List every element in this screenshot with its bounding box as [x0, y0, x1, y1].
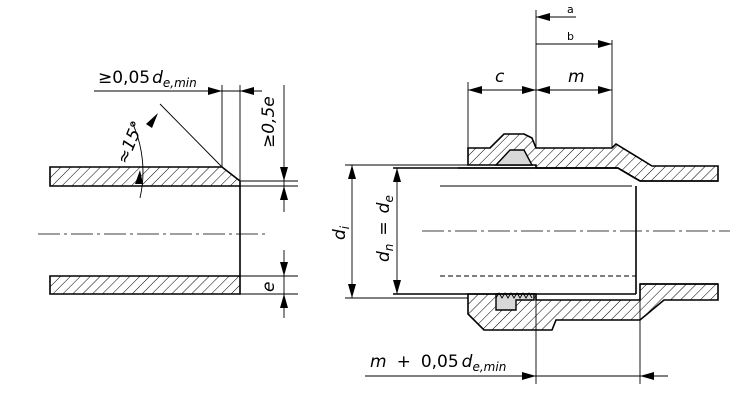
- arrow-b: [598, 40, 612, 48]
- angle-arc: [131, 121, 144, 199]
- arrow-wall-top: [280, 262, 288, 276]
- pipe-top-wall: [49, 166, 241, 187]
- arrow-depth-bottom: [280, 186, 288, 200]
- arrow-insert-right: [640, 372, 654, 380]
- angle-label: ≈15°: [113, 118, 148, 167]
- a-label: a: [567, 3, 574, 16]
- arrow-insert-left: [522, 372, 536, 380]
- di-label: di: [330, 225, 352, 240]
- joint-section-view: c m a b di dn=de: [330, 3, 730, 384]
- arrow-chamfer-right: [240, 87, 254, 95]
- pipe-bottom-wall: [49, 275, 241, 295]
- arrow-depth-top: [280, 167, 288, 181]
- arrow-dn-bottom: [393, 280, 401, 294]
- chamfer-depth-label: ≥0,5e: [259, 96, 279, 148]
- arrow-angle-top: [146, 113, 158, 128]
- arrow-chamfer-left: [208, 87, 222, 95]
- wall-thickness-label: e: [259, 282, 279, 292]
- dn-de-label: dn=de: [374, 195, 396, 262]
- arrow-dn-top: [393, 168, 401, 182]
- arrow-wall-bottom: [280, 294, 288, 308]
- inserted-pipe-top-wall: [458, 167, 641, 182]
- m-label: m: [568, 67, 585, 87]
- c-label: c: [495, 67, 505, 87]
- arrow-m-left: [536, 86, 550, 94]
- arrow-a: [536, 13, 550, 21]
- fitting-top-wall: [467, 133, 719, 182]
- arrow-c-right: [522, 86, 536, 94]
- arrow-m-right: [598, 86, 612, 94]
- angle-leader: [159, 103, 223, 168]
- arrow-di-top: [348, 165, 356, 179]
- arrow-di-bottom: [348, 284, 356, 298]
- arrow-angle-bottom: [135, 170, 143, 184]
- arrow-c-left: [468, 86, 482, 94]
- b-label: b: [567, 30, 574, 43]
- seal-ring-top: [494, 149, 534, 166]
- seal-teeth: [495, 292, 533, 299]
